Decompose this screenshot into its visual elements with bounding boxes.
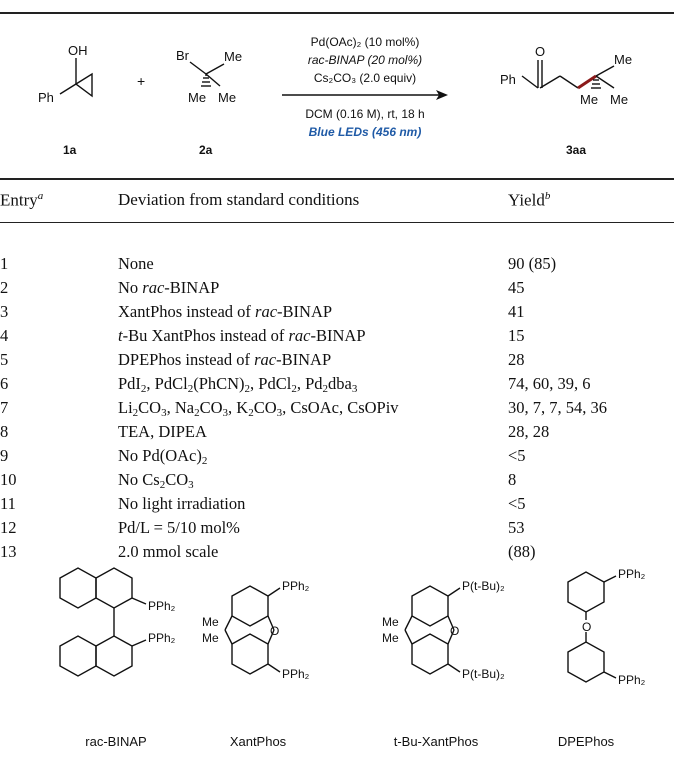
xantphos-o: O bbox=[270, 624, 279, 638]
binap-pph2-bottom: PPh₂ bbox=[148, 631, 176, 645]
ligand-name-binap: rac-BINAP bbox=[85, 734, 146, 749]
tbu-xantphos-me-1: Me bbox=[382, 615, 399, 629]
header-yield-text: Yield bbox=[508, 190, 545, 210]
header-entry: Entrya bbox=[0, 190, 43, 211]
product-me-left: Me bbox=[580, 92, 598, 107]
header-deviation: Deviation from standard conditions bbox=[118, 190, 359, 210]
condition-3: Cs₂CO₃ (2.0 equiv) bbox=[314, 71, 416, 85]
product-ph: Ph bbox=[500, 72, 516, 87]
dpephos-pph2-bottom: PPh₂ bbox=[618, 673, 646, 687]
xantphos-me-2: Me bbox=[202, 631, 219, 645]
top-rule bbox=[0, 12, 674, 14]
xantphos-pph2-bottom: PPh₂ bbox=[282, 667, 310, 681]
header-deviation-text: Deviation from standard conditions bbox=[118, 190, 360, 209]
reactant-1a-ph: Ph bbox=[38, 90, 54, 105]
tbu-xantphos-o: O bbox=[450, 624, 459, 638]
reactant-2a-structure bbox=[189, 61, 225, 87]
ligand-name-tbu-xantphos: t-Bu-XantPhos bbox=[394, 734, 479, 749]
ligand-name-xantphos: XantPhos bbox=[230, 734, 287, 749]
ligand-structures: PPh₂ PPh₂ Me Me O PPh₂ PPh₂ Me Me O P(t-… bbox=[59, 567, 646, 749]
product-me-top: Me bbox=[614, 52, 632, 67]
tbu-xantphos-me-2: Me bbox=[382, 631, 399, 645]
binap-pph2-top: PPh₂ bbox=[148, 599, 176, 613]
ligand-name-dpephos: DPEPhos bbox=[558, 734, 615, 749]
reactant-2a-me-right: Me bbox=[218, 90, 236, 105]
tbu-xantphos-ptbu2-top: P(t-Bu)₂ bbox=[462, 579, 505, 593]
header-entry-text: Entry bbox=[0, 190, 38, 210]
dpephos-structure bbox=[567, 571, 617, 683]
reactant-1a-structure bbox=[59, 58, 93, 98]
reactant-1a-oh: OH bbox=[68, 43, 88, 58]
reaction-scheme: OH Ph 1a + Br Me Me Me 2a Pd(OAc)₂ (10 m… bbox=[38, 35, 632, 157]
xantphos-structure bbox=[224, 585, 281, 675]
plus-sign: + bbox=[137, 73, 145, 89]
product-3aa-structure bbox=[521, 60, 615, 90]
dpephos-pph2-top: PPh₂ bbox=[618, 567, 646, 581]
tbu-xantphos-structure bbox=[404, 585, 461, 675]
dpephos-o: O bbox=[582, 620, 591, 634]
binap-structure bbox=[59, 567, 147, 677]
header-yield-note: b bbox=[544, 190, 551, 202]
condition-1: Pd(OAc)₂ (10 mol%) bbox=[311, 35, 420, 49]
reactant-1a-label: 1a bbox=[63, 143, 77, 157]
product-3aa-label: 3aa bbox=[566, 143, 586, 157]
header-yield: Yieldb bbox=[508, 190, 550, 211]
condition-2: rac-BINAP (20 mol%) bbox=[308, 53, 422, 67]
product-me-right: Me bbox=[610, 92, 628, 107]
product-o: O bbox=[535, 44, 545, 59]
reactant-2a-br: Br bbox=[176, 48, 190, 63]
reactant-2a-me-left: Me bbox=[188, 90, 206, 105]
header-bottom-rule bbox=[0, 222, 674, 223]
condition-4: DCM (0.16 M), rt, 18 h bbox=[305, 107, 424, 121]
header-entry-note: a bbox=[37, 190, 44, 202]
reactant-2a-label: 2a bbox=[199, 143, 213, 157]
reactant-2a-me-top: Me bbox=[224, 49, 242, 64]
xantphos-me-1: Me bbox=[202, 615, 219, 629]
xantphos-pph2-top: PPh₂ bbox=[282, 579, 310, 593]
reaction-arrow bbox=[282, 90, 448, 100]
header-rule bbox=[0, 178, 674, 180]
tbu-xantphos-ptbu2-bottom: P(t-Bu)₂ bbox=[462, 667, 505, 681]
condition-5: Blue LEDs (456 nm) bbox=[309, 125, 422, 139]
